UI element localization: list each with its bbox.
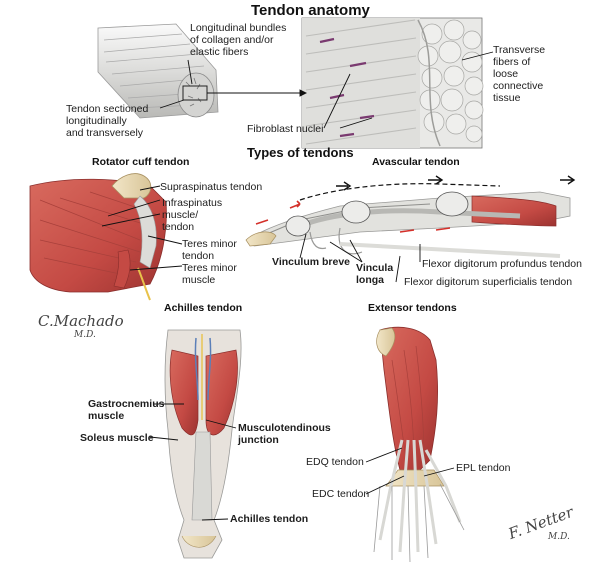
label-teres-minor-tendon-line2: tendon [182,250,215,262]
label-vincula-longa-line2: longa [356,274,384,286]
leg-drawing [164,329,242,559]
finger-drawing [245,175,576,258]
label-fdp: Flexor digitorum profundus tendon [422,258,582,270]
section-title: Types of tendons [247,145,354,160]
avascular-leader-lines [299,233,421,283]
label-edq: EDQ tendon [306,456,364,468]
label-epl: EPL tendon [456,462,511,474]
label-transverse-line4: connective [493,80,544,92]
forearm-drawing [373,326,465,563]
label-sectioned-line3: and transversely [66,127,144,139]
label-infraspinatus-line3: tendon [162,221,195,233]
label-fds: Flexor digitorum superficialis tendon [404,276,573,288]
label-bundles-line3: elastic fibers [190,46,249,58]
top-leader-lines [159,51,494,129]
label-infraspinatus-line2: muscle/ [162,209,199,221]
machado-signature: C.Machado [38,312,124,330]
label-supraspinatus: Supraspinatus tendon [160,181,263,193]
label-teres-minor-muscle-line1: Teres minor [182,262,237,274]
label-transverse-line3: loose [493,68,519,80]
label-vincula-longa-line1: Vincula [356,262,394,274]
label-sectioned-line2: longitudinally [66,115,127,127]
label-transverse-line2: fibers of [493,56,531,68]
label-fibroblast: Fibroblast nuclei [247,123,324,135]
label-gastrocnemius-line2: muscle [88,410,125,422]
label-soleus: Soleus muscle [80,432,154,444]
extensor-title: Extensor tendons [368,302,457,314]
rotator-cuff-title: Rotator cuff tendon [92,156,190,168]
label-bundles-line2: of collagen and/or [190,34,274,46]
label-sectioned-line1: Tendon sectioned [66,103,149,115]
label-vinculum-breve: Vinculum breve [272,256,351,268]
avascular-title: Avascular tendon [372,156,460,168]
label-bundles-line1: Longitudinal bundles [190,22,287,34]
achilles-title: Achilles tendon [164,302,243,314]
label-mtj-line1: Musculotendinous [238,422,331,434]
netter-signature-md: M.D. [548,532,570,542]
label-mtj-line2: junction [238,434,279,446]
achilles-leader-lines [149,403,237,521]
shoulder-drawing [29,173,167,301]
label-transverse-line5: tissue [493,92,521,104]
page-title: Tendon anatomy [251,2,370,19]
label-teres-minor-muscle-line2: muscle [182,274,216,286]
label-infraspinatus-line1: Infraspinatus [162,197,223,209]
machado-signature-md: M.D. [74,330,96,340]
label-teres-minor-tendon-line1: Teres minor [182,238,237,250]
label-gastrocnemius-line1: Gastrocnemius [88,398,165,410]
fiber-detail-drawing [301,17,484,149]
label-achilles-tendon: Achilles tendon [230,513,309,525]
label-transverse-line1: Transverse [493,44,546,56]
extensor-leader-lines [365,447,455,495]
rotator-leader-lines [101,185,183,271]
label-edc: EDC tendon [312,488,370,500]
tendon-bundle-drawing [97,23,219,119]
